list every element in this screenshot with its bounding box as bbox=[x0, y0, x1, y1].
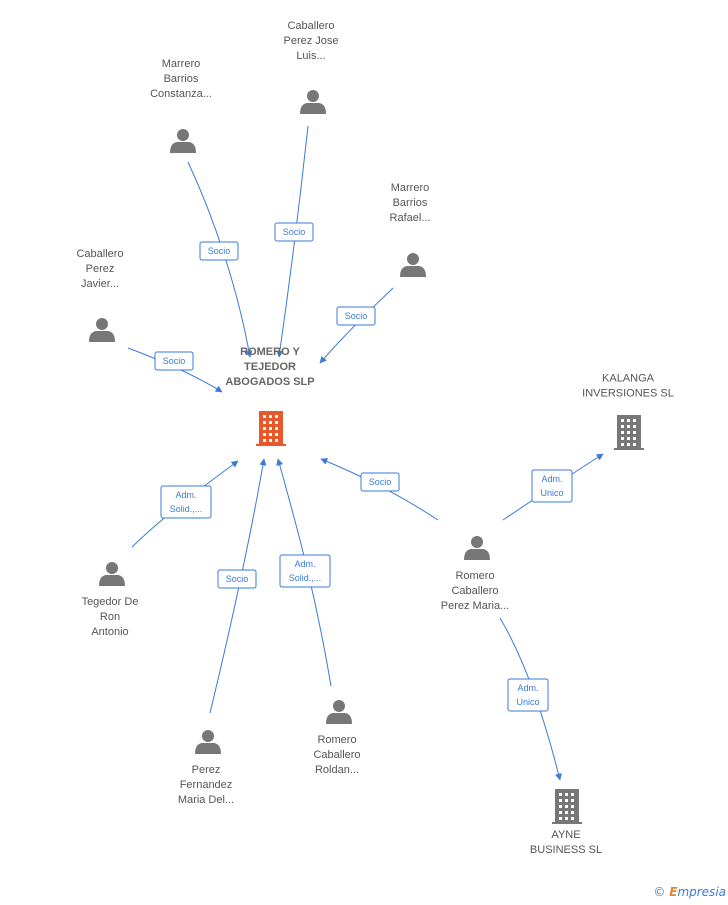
edge-label[interactable]: Adm. Unico bbox=[507, 678, 549, 712]
node-label-line: ABOGADOS SLP bbox=[225, 376, 314, 388]
node-label-line: Caballero bbox=[451, 585, 498, 597]
edge-label[interactable]: Socio bbox=[154, 351, 194, 371]
person-icon bbox=[300, 90, 326, 114]
person-node-marrero-barrios-constanza[interactable]: MarreroBarriosConstanza... bbox=[150, 58, 212, 153]
node-label-line: Javier... bbox=[81, 278, 119, 290]
node-label-line: Caballero bbox=[76, 248, 123, 260]
building-icon bbox=[614, 415, 644, 450]
node-label-line: Ron bbox=[100, 611, 120, 623]
person-icon bbox=[89, 318, 115, 342]
node-label-line: Roldan... bbox=[315, 764, 359, 776]
node-label-line: Perez bbox=[192, 764, 221, 776]
person-icon bbox=[464, 536, 490, 560]
node-label-line: Barrios bbox=[393, 197, 428, 209]
node-label-line: AYNE bbox=[551, 829, 580, 841]
person-icon bbox=[170, 129, 196, 153]
node-label-line: Rafael... bbox=[390, 212, 431, 224]
person-icon bbox=[326, 700, 352, 724]
edge-label[interactable]: Socio bbox=[274, 222, 314, 242]
edge-labels-layer: SocioSocioSocioSocioAdm.Solid.,...SocioA… bbox=[154, 222, 573, 712]
building-icon bbox=[256, 411, 286, 446]
node-label-line: Marrero bbox=[162, 58, 201, 70]
edge-label-text: Socio bbox=[208, 246, 231, 256]
node-label-line: BUSINESS SL bbox=[530, 844, 602, 856]
node-label-line: Caballero bbox=[313, 749, 360, 761]
edge-label-text: Adm. bbox=[294, 559, 315, 569]
company-node-ayne[interactable]: AYNE BUSINESS SL bbox=[530, 789, 602, 856]
edge-label[interactable]: Adm. Unico bbox=[531, 469, 573, 503]
building-icon bbox=[552, 789, 582, 824]
node-label-line: Romero bbox=[455, 570, 494, 582]
person-icon bbox=[99, 562, 125, 586]
node-label-line: Fernandez bbox=[180, 779, 233, 791]
person-icon bbox=[195, 730, 221, 754]
edge-label-text: Adm. bbox=[541, 474, 562, 484]
node-label-line: Perez Jose bbox=[283, 35, 338, 47]
node-label-line: Caballero bbox=[287, 20, 334, 32]
node-label-line: Maria Del... bbox=[178, 794, 234, 806]
edge-label-text: Unico bbox=[516, 697, 539, 707]
node-label-line: KALANGA bbox=[602, 373, 655, 385]
edge-label[interactable]: Socio bbox=[199, 241, 239, 261]
person-node-marrero-barrios-rafael[interactable]: MarreroBarriosRafael... bbox=[390, 182, 431, 277]
node-label-line: Barrios bbox=[164, 73, 199, 85]
node-label-line: Antonio bbox=[91, 626, 128, 638]
brand-initial: E bbox=[669, 885, 678, 899]
node-label-line: Luis... bbox=[296, 50, 325, 62]
center-company-node[interactable]: ROMERO Y TEJEDOR ABOGADOS SLP bbox=[225, 346, 315, 446]
edge-label-text: Solid.,... bbox=[289, 573, 322, 583]
brand-footer: © Empresia bbox=[653, 885, 726, 899]
node-label-line: Perez Maria... bbox=[441, 600, 509, 612]
node-label-line: TEJEDOR bbox=[244, 361, 296, 373]
node-label-line: Marrero bbox=[391, 182, 430, 194]
edge-label-text: Adm. bbox=[175, 490, 196, 500]
edge-label-text: Socio bbox=[345, 311, 368, 321]
edge-label[interactable]: Socio bbox=[360, 472, 400, 492]
edge-label[interactable]: Adm. Solid.,... bbox=[279, 554, 331, 588]
edge-label-text: Socio bbox=[163, 356, 186, 366]
edge-label-text: Unico bbox=[540, 488, 563, 498]
person-icon bbox=[400, 253, 426, 277]
node-label-line: Romero bbox=[317, 734, 356, 746]
edge-label-text: Solid.,... bbox=[170, 504, 203, 514]
edge-label[interactable]: Adm. Solid.,... bbox=[160, 485, 212, 519]
edge-label-text: Socio bbox=[283, 227, 306, 237]
brand-name: mpresia bbox=[677, 885, 726, 899]
node-label-line: Perez bbox=[86, 263, 115, 275]
company-node-kalanga[interactable]: KALANGA INVERSIONES SL bbox=[582, 373, 674, 451]
node-label-line: Tegedor De bbox=[82, 596, 139, 608]
node-label-line: Constanza... bbox=[150, 88, 212, 100]
copyright-icon: © bbox=[653, 885, 666, 899]
edge-label-text: Socio bbox=[226, 574, 249, 584]
edge-label-text: Adm. bbox=[517, 683, 538, 693]
edge-label-text: Socio bbox=[369, 477, 392, 487]
person-node-caballero-perez-javier[interactable]: CaballeroPerezJavier... bbox=[76, 248, 124, 342]
node-label-line: INVERSIONES SL bbox=[582, 388, 674, 400]
edge-label[interactable]: Socio bbox=[217, 569, 257, 589]
edge-label[interactable]: Socio bbox=[336, 306, 376, 326]
person-node-romero-caballero-roldan[interactable]: RomeroCaballeroRoldan... bbox=[313, 700, 361, 776]
node-label-line: ROMERO Y bbox=[240, 346, 300, 358]
